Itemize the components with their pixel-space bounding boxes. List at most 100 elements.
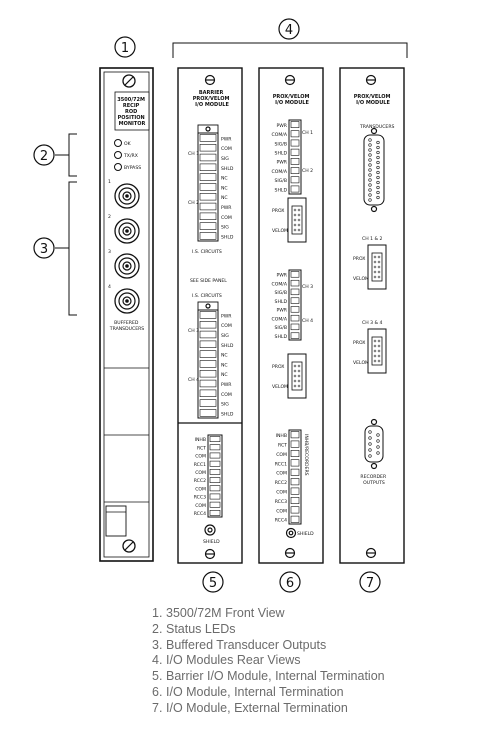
terminal-signal-label: COM xyxy=(221,146,232,152)
terminal-signal-label: COM xyxy=(221,215,232,221)
terminal-signal-label: SHLD xyxy=(275,334,288,340)
terminal-signal-label: COM xyxy=(195,470,206,476)
terminal-slot xyxy=(199,212,217,220)
connector-pin xyxy=(373,260,377,264)
terminal-signal-label: COM xyxy=(195,503,206,509)
dsub-pin xyxy=(368,148,372,152)
terminal-signal-label: SIG/B xyxy=(274,178,287,184)
shield-terminal-icon xyxy=(204,524,216,536)
terminal-slot xyxy=(199,389,217,397)
diagram: 1 4 2 3 5 6 xyxy=(33,18,408,593)
connector-pin xyxy=(373,265,377,269)
terminal-slot xyxy=(209,444,221,451)
connector-pin xyxy=(373,344,377,348)
terminal-signal-label: PWR xyxy=(221,313,232,319)
terminal-slot xyxy=(209,460,221,467)
connector-pin xyxy=(297,218,301,222)
terminal-signal-label: RCC2 xyxy=(194,478,206,484)
dsub-pin xyxy=(368,448,372,452)
terminal-signal-label: SIG xyxy=(221,156,229,162)
channel-4-label: 4 xyxy=(108,284,111,290)
internal-title-line: PROX/VELOM xyxy=(273,94,310,100)
terminal-slot xyxy=(199,320,217,329)
terminal-signal-label: PWR xyxy=(276,308,287,314)
callout-2: 2 xyxy=(33,133,77,177)
terminal-slot xyxy=(199,369,217,378)
terminal-slot xyxy=(290,158,300,165)
dsub-pin xyxy=(368,153,372,157)
terminal-signal-label: PWR xyxy=(221,136,232,142)
dsub-pin xyxy=(368,183,372,187)
connector-pin xyxy=(373,354,377,358)
terminal-slot xyxy=(290,440,300,448)
terminal-signal-label: INHB xyxy=(195,437,206,443)
dsub-pin xyxy=(368,168,372,172)
top-screw-icon xyxy=(204,74,216,86)
terminal-slot xyxy=(199,163,217,171)
terminal-signal-label: SHLD xyxy=(275,187,288,193)
terminal-signal-label: SIG/B xyxy=(274,290,287,296)
barrier-ch2-label: CH 2 xyxy=(188,200,199,206)
recorder-outputs-label: RECORDER xyxy=(360,474,387,480)
terminal-slot xyxy=(290,478,300,486)
bnc-connectors: 1 2 3 4 xyxy=(108,179,140,314)
terminal-signal-label: NC xyxy=(221,362,228,368)
dsub-pin xyxy=(368,178,372,182)
dsub-pin xyxy=(376,180,380,185)
dsub-pin xyxy=(376,190,380,195)
front-title-line: POSITION xyxy=(118,115,145,121)
terminal-slot xyxy=(290,431,300,439)
dsub-pin xyxy=(376,165,380,170)
terminal-slot xyxy=(290,148,300,156)
barrier-title-line: BARRIER xyxy=(199,90,224,96)
connector-pin xyxy=(293,364,297,368)
front-view-panel: 3500/72M RECIP ROD POSITION MONITOR OK T… xyxy=(99,67,154,562)
terminal-slot xyxy=(199,311,217,319)
dsub-pin xyxy=(368,198,372,202)
terminal-slot xyxy=(199,399,217,407)
led-ok-label: OK xyxy=(124,141,132,147)
dsub-pin xyxy=(376,433,380,437)
bottom-screw-icon xyxy=(365,547,377,559)
terminal-signal-label: RCC4 xyxy=(275,518,287,524)
callout-3: 3 xyxy=(33,181,77,316)
bottom-screw-icon xyxy=(122,539,136,553)
status-leds: OK TX/RX BYPASS xyxy=(114,139,141,171)
dsub-pin xyxy=(368,442,372,446)
ext-velom-label: VELOM xyxy=(353,276,369,282)
legend-item: 1.3500/72M Front View xyxy=(152,606,285,620)
terminal-slot xyxy=(290,459,300,467)
int-velom-label: VELOM xyxy=(272,384,288,390)
terminal-slot xyxy=(290,167,300,174)
external-io-module: PROX/VELOM I/O MODULE TRANSDUCERS CH 1 &… xyxy=(339,67,405,564)
terminal-slot xyxy=(290,314,300,322)
terminal-signal-label: RCT xyxy=(197,445,206,451)
int-ch1-label: CH 1 xyxy=(302,130,313,136)
dsub-pin xyxy=(376,150,380,155)
connector-pin xyxy=(293,369,297,373)
dsub-pin xyxy=(368,454,372,458)
connector-pin xyxy=(297,364,301,368)
svg-text:5: 5 xyxy=(209,576,217,591)
connector-pin xyxy=(293,384,297,388)
terminal-signal-label: SHLD xyxy=(275,299,288,305)
dsub-pin xyxy=(368,173,372,177)
terminal-signal-label: SIG/B xyxy=(274,325,287,331)
terminal-slot xyxy=(209,468,221,475)
legend-item: 7.I/O Module, External Termination xyxy=(152,700,348,715)
svg-text:PROX/VELOM I/O MODULE: PROX/VELOM I/O MODULE xyxy=(354,94,393,106)
legend-item: 3.Buffered Transducer Outputs xyxy=(152,637,327,652)
front-title-line: 3500/72M xyxy=(117,97,145,103)
int-prox-label: PROX xyxy=(272,208,284,214)
callout-6: 6 xyxy=(279,571,301,593)
terminal-slot xyxy=(290,306,300,313)
connector-pin xyxy=(377,359,381,363)
terminal-slot xyxy=(290,332,300,339)
is-circuits-label: I.S. CIRCUITS xyxy=(192,293,222,299)
terminal-signal-label: RCC4 xyxy=(194,511,206,517)
dsub-pin xyxy=(368,193,372,197)
